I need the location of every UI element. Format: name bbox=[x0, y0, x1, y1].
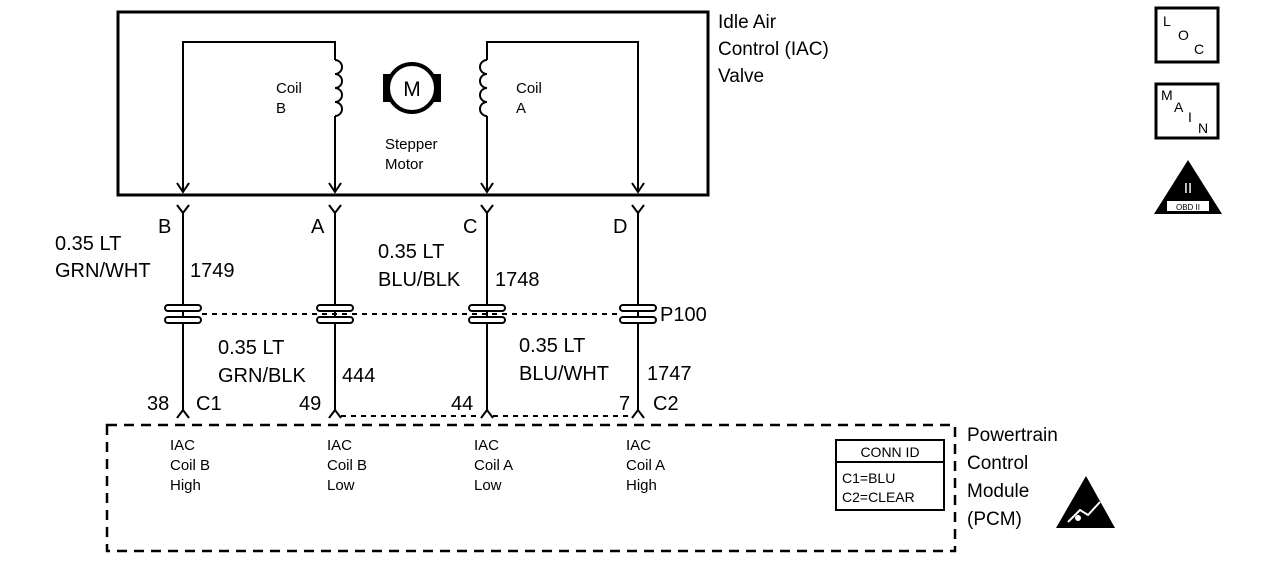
loc-icon: L O C bbox=[1154, 6, 1220, 64]
wire-1747-circuit: 1747 bbox=[647, 363, 692, 385]
terminal-icon bbox=[480, 408, 494, 419]
terminal-icon bbox=[176, 408, 190, 419]
pcm-input-2-line3: Low bbox=[327, 477, 355, 494]
stepper-motor-icon: M bbox=[383, 62, 441, 114]
terminal-icon bbox=[631, 408, 645, 419]
terminal-c-label: C bbox=[463, 216, 477, 238]
pcm-input-4-line3: High bbox=[626, 477, 657, 494]
terminal-a-label: A bbox=[311, 216, 325, 238]
pcm-input-3-line1: IAC bbox=[474, 437, 499, 454]
coil-b-label-line1: Coil bbox=[276, 80, 302, 97]
terminal-icon bbox=[328, 408, 342, 419]
coil-a-winding bbox=[479, 59, 488, 117]
arrow-icon bbox=[176, 182, 190, 194]
loc-icon-letter-1: L bbox=[1163, 13, 1171, 29]
pin-44-number: 44 bbox=[451, 393, 473, 415]
conn-id-table: CONN ID C1=BLU C2=CLEAR bbox=[835, 439, 945, 511]
terminal-d-label: D bbox=[613, 216, 627, 238]
arrow-icon bbox=[328, 182, 342, 194]
component-name-line2: Control (IAC) bbox=[718, 39, 829, 60]
pcm-name-line3: Module bbox=[967, 481, 1029, 502]
pin-38-connector: C1 bbox=[196, 393, 222, 415]
terminal-icon bbox=[176, 204, 190, 215]
wire-1747-color: BLU/WHT bbox=[519, 363, 609, 385]
coil-a-label-line1: Coil bbox=[516, 80, 542, 97]
wire-1748-color: BLU/BLK bbox=[378, 269, 461, 291]
valve-terminals bbox=[176, 204, 645, 215]
terminal-b-label: B bbox=[158, 216, 171, 238]
esd-sensitive-icon bbox=[1056, 476, 1115, 528]
pcm-input-4-line2: Coil A bbox=[626, 457, 665, 474]
motor-symbol: M bbox=[403, 78, 421, 101]
wire-444-gauge: 0.35 LT bbox=[218, 337, 284, 359]
arrow-icon bbox=[631, 182, 645, 194]
wire-1749-gauge: 0.35 LT bbox=[55, 233, 121, 255]
main-icon-letter-1: M bbox=[1161, 87, 1173, 103]
conn-id-row-1: C1=BLU bbox=[842, 470, 895, 486]
main-icon: M A I N bbox=[1154, 82, 1220, 140]
main-icon-letter-4: N bbox=[1198, 120, 1208, 136]
coil-a-label-line2: A bbox=[516, 100, 526, 117]
wire-444-circuit: 444 bbox=[342, 365, 375, 387]
pcm-input-1-line3: High bbox=[170, 477, 201, 494]
pcm-name-line1: Powertrain bbox=[967, 425, 1058, 446]
obd-ii-icon: II OBD II bbox=[1154, 160, 1222, 214]
component-name-line3: Valve bbox=[718, 66, 764, 87]
terminal-icon bbox=[480, 204, 494, 215]
pcm-input-2-line1: IAC bbox=[327, 437, 352, 454]
wire-1748-gauge: 0.35 LT bbox=[378, 241, 444, 263]
pcm-name-line4: (PCM) bbox=[967, 509, 1022, 530]
motor-label-line2: Motor bbox=[385, 156, 423, 173]
wire-1749-color: GRN/WHT bbox=[55, 260, 151, 282]
wire-444-color: GRN/BLK bbox=[218, 365, 306, 387]
pin-7-number: 7 bbox=[619, 393, 630, 415]
pin-49-number: 49 bbox=[299, 393, 321, 415]
conn-id-row-2: C2=CLEAR bbox=[842, 489, 915, 505]
loc-icon-letter-2: O bbox=[1178, 27, 1189, 43]
pin-38-number: 38 bbox=[147, 393, 169, 415]
obd-icon-numeral: II bbox=[1184, 180, 1192, 197]
connector-id-label: P100 bbox=[660, 304, 707, 326]
coil-b-winding bbox=[334, 59, 343, 117]
wire-1749-circuit: 1749 bbox=[190, 260, 235, 282]
terminal-icon bbox=[328, 204, 342, 215]
main-icon-letter-2: A bbox=[1174, 99, 1184, 115]
pcm-input-3-line2: Coil A bbox=[474, 457, 513, 474]
pcm-input-2-line2: Coil B bbox=[327, 457, 367, 474]
main-icon-letter-3: I bbox=[1188, 109, 1192, 125]
coil-a-circuit bbox=[479, 41, 645, 194]
pcm-input-1-line2: Coil B bbox=[170, 457, 210, 474]
pcm-input-3-line3: Low bbox=[474, 477, 502, 494]
conn-id-title: CONN ID bbox=[860, 444, 919, 460]
loc-icon-letter-3: C bbox=[1194, 41, 1204, 57]
pcm-input-4-line1: IAC bbox=[626, 437, 651, 454]
motor-label-line1: Stepper bbox=[385, 136, 438, 153]
coil-b-label-line2: B bbox=[276, 100, 286, 117]
pcm-box bbox=[105, 423, 957, 553]
wire-1747-gauge: 0.35 LT bbox=[519, 335, 585, 357]
wire-1748-circuit: 1748 bbox=[495, 269, 540, 291]
pin-7-connector: C2 bbox=[653, 393, 679, 415]
component-name-line1: Idle Air bbox=[718, 12, 777, 33]
pcm-terminals bbox=[176, 408, 645, 419]
coil-b-circuit bbox=[176, 41, 343, 194]
obd-icon-caption: OBD II bbox=[1176, 203, 1200, 212]
pcm-input-1-line1: IAC bbox=[170, 437, 195, 454]
pcm-name-line2: Control bbox=[967, 453, 1028, 474]
terminal-icon bbox=[631, 204, 645, 215]
inline-connector-icon bbox=[164, 304, 657, 324]
arrow-icon bbox=[480, 182, 494, 194]
iac-valve-box bbox=[116, 10, 710, 197]
